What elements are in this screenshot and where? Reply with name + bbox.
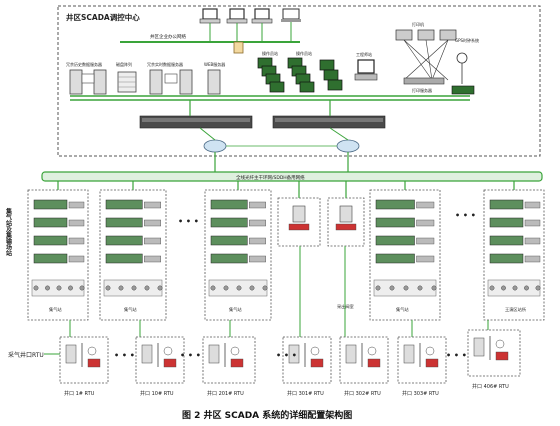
figure-caption: 图 2 井区 SCADA 系统的详细配置架构图 (182, 409, 352, 421)
rtu-layer: 井口 1# RTU 井口 10# RTU 井口 201# RTU 井口 301# RT… (59, 329, 521, 397)
station-name: 集气站 (229, 306, 242, 313)
ellipsis-6: • • • (446, 351, 467, 360)
station-box: 集气站 (204, 181, 272, 321)
station-name: 集气站 (49, 306, 62, 313)
station-box: 采出阀室 (327, 181, 365, 310)
rtu-box: 井口 301# RTU (282, 336, 332, 397)
rtu-label: 井口 10# RTU (140, 390, 174, 397)
server-label-web: WEB服务器 (204, 61, 225, 67)
station-box: 王演区站所 (483, 181, 545, 321)
realtime-server-icon (149, 69, 193, 95)
server-label-disk-array: 磁盘阵列 (116, 61, 132, 67)
rtu-box: 井口 303# RTU (397, 336, 447, 397)
stations-layer: 集气站 集气站 集气站 采出阀室集气站 王演区站所 (27, 181, 545, 337)
backbone-ring (41, 171, 543, 182)
server-label-realtime: 冗余实时数据服务器 (147, 61, 183, 67)
rtu-label: 井口 303# RTU (402, 390, 439, 397)
station-box: 集气站 (369, 181, 441, 321)
rtu-box: 井口 201# RTU (202, 336, 256, 397)
rtu-label: 井口 301# RTU (287, 390, 324, 397)
operator-station-label-1: 操作员站 (262, 50, 278, 56)
core-switch-left (139, 115, 253, 129)
core-switch-right (272, 115, 386, 129)
rtu-label: 井口 302# RTU (344, 390, 381, 397)
rtu-label: 井口 201# RTU (207, 390, 244, 397)
rtu-label: 井口 406# RTU (472, 383, 509, 390)
engineer-station-icon (354, 59, 378, 81)
rtu-box: 井口 1# RTU (59, 336, 109, 397)
firewall-icon (233, 41, 244, 54)
station-box: 集气站 (27, 181, 89, 321)
office-pc-icon (199, 8, 301, 42)
station-name: 王演区站所 (505, 306, 526, 313)
web-server-icon (207, 69, 221, 95)
station-box: 集气站 (99, 181, 167, 321)
ellipsis-1: • • • (178, 217, 199, 226)
server-label-history: 冗余历史数据服务器 (66, 61, 102, 67)
router-icon (203, 139, 360, 153)
print-server-label: 打印服务器 (412, 87, 432, 93)
operator-station-icon (257, 57, 343, 93)
ellipsis-5: • • • (276, 351, 297, 360)
ellipsis-4: • • • (180, 351, 201, 360)
rtu-box: 井口 406# RTU (467, 329, 521, 390)
backbone-label: 全线光纤主干环网/SDDH备用网络 (236, 174, 305, 181)
office-network-label: 井区企业办公网络 (150, 33, 186, 40)
engineer-station-label: 工程师站 (356, 51, 372, 57)
station-box (277, 181, 321, 247)
station-name: 集气站 (124, 306, 137, 313)
rtu-box: 井口 10# RTU (135, 336, 185, 397)
printer-icon (395, 29, 457, 85)
ellipsis-3: • • • (114, 351, 135, 360)
gps-clock-icon (451, 52, 475, 95)
ellipsis-2: • • • (455, 211, 476, 220)
left-vertical-label: 集气站及集输场站 (5, 207, 13, 257)
history-server-icon (69, 69, 107, 95)
operator-station-label-2: 操作员站 (296, 50, 312, 56)
printer-label: 打印机 (412, 21, 424, 27)
disk-array-icon (117, 71, 137, 93)
gps-label: GPS时钟系统 (455, 37, 479, 43)
rtu-row-label: 采气井口RTU (8, 351, 44, 359)
rtu-box: 井口 302# RTU (339, 336, 389, 397)
station-name: 集气站 (396, 306, 409, 313)
rtu-label: 井口 1# RTU (64, 390, 95, 397)
control-center-title: 井区SCADA调控中心 (66, 12, 140, 22)
